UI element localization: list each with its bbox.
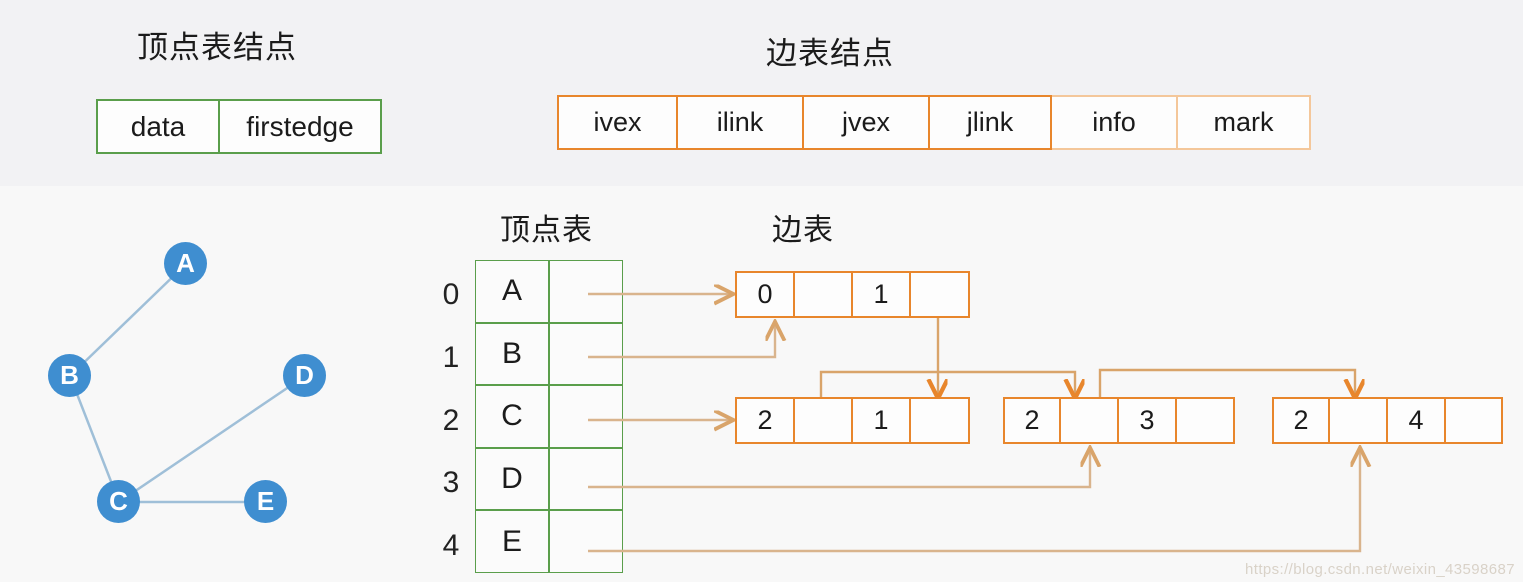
edge-node-2-1: 2 1 (735, 397, 970, 444)
edge-node-2-4-jvex: 4 (1388, 397, 1446, 444)
vertex-table-firstedge-4 (549, 510, 623, 573)
vertex-table-index-3: 3 (442, 466, 460, 499)
edge-node-2-3-jvex: 3 (1119, 397, 1177, 444)
edge-node-0-1-ilink (795, 271, 853, 318)
edge-node-2-1-ilink (795, 397, 853, 444)
edge-node-field-mark: mark (1178, 95, 1311, 150)
background-band-bottom (0, 186, 1523, 582)
edge-node-field-ivex: ivex (557, 95, 678, 150)
vertex-table-data-1: B (475, 322, 549, 386)
vertex-table-data-2: C (475, 385, 549, 448)
vertex-table-index-1: 1 (442, 341, 460, 374)
vertex-table-index-2: 2 (442, 404, 460, 437)
vertex-table-firstedge-0 (549, 260, 623, 323)
vertex-table-data-0: A (475, 260, 549, 323)
vertex-node-field-data: data (96, 99, 220, 154)
vertex-table-row-3: D (475, 447, 623, 511)
watermark: https://blog.csdn.net/weixin_43598687 (1245, 561, 1515, 578)
edge-node-2-4: 2 4 (1272, 397, 1503, 444)
vertex-table-row-0: A (475, 260, 623, 323)
vertex-table-data-4: E (475, 510, 549, 573)
vertex-table-row-1: B (475, 322, 623, 386)
graph-vertex-e: E (244, 480, 287, 523)
edge-table-title: 边表 (772, 214, 834, 247)
vertex-table-firstedge-2 (549, 385, 623, 448)
graph-vertex-c: C (97, 480, 140, 523)
edge-node-2-3-ivex: 2 (1003, 397, 1061, 444)
vertex-node-legend-title: 顶点表结点 (137, 30, 297, 65)
edge-node-field-jvex: jvex (804, 95, 930, 150)
edge-node-0-1: 0 1 (735, 271, 970, 318)
background-band-top (0, 0, 1523, 186)
edge-node-2-3-ilink (1061, 397, 1119, 444)
vertex-table-data-3: D (475, 447, 549, 511)
edge-node-0-1-jvex: 1 (853, 271, 911, 318)
edge-node-legend-box: ivex ilink jvex jlink info mark (557, 95, 1311, 150)
edge-node-0-1-ivex: 0 (735, 271, 795, 318)
vertex-table-title: 顶点表 (500, 214, 593, 247)
vertex-table-index-0: 0 (442, 278, 460, 311)
vertex-table: A B C D E (475, 260, 623, 573)
vertex-table-firstedge-3 (549, 447, 623, 511)
vertex-table-firstedge-1 (549, 322, 623, 386)
vertex-table-row-4: E (475, 510, 623, 573)
edge-node-2-1-jvex: 1 (853, 397, 911, 444)
graph-vertex-b: B (48, 354, 91, 397)
graph-vertex-a: A (164, 242, 207, 285)
edge-node-2-4-jlink (1446, 397, 1503, 444)
graph-vertex-d: D (283, 354, 326, 397)
vertex-node-field-firstedge: firstedge (220, 99, 382, 154)
edge-node-2-3-jlink (1177, 397, 1235, 444)
edge-node-2-1-jlink (911, 397, 970, 444)
edge-node-legend-title: 边表结点 (766, 36, 894, 71)
edge-node-field-ilink: ilink (678, 95, 804, 150)
vertex-table-index-4: 4 (442, 529, 460, 562)
vertex-node-legend-box: data firstedge (96, 99, 382, 154)
edge-node-2-3: 2 3 (1003, 397, 1235, 444)
edge-node-0-1-jlink (911, 271, 970, 318)
edge-node-field-info: info (1052, 95, 1178, 150)
edge-node-2-4-ivex: 2 (1272, 397, 1330, 444)
edge-node-2-1-ivex: 2 (735, 397, 795, 444)
edge-node-2-4-ilink (1330, 397, 1388, 444)
vertex-table-row-2: C (475, 385, 623, 448)
edge-node-field-jlink: jlink (930, 95, 1052, 150)
